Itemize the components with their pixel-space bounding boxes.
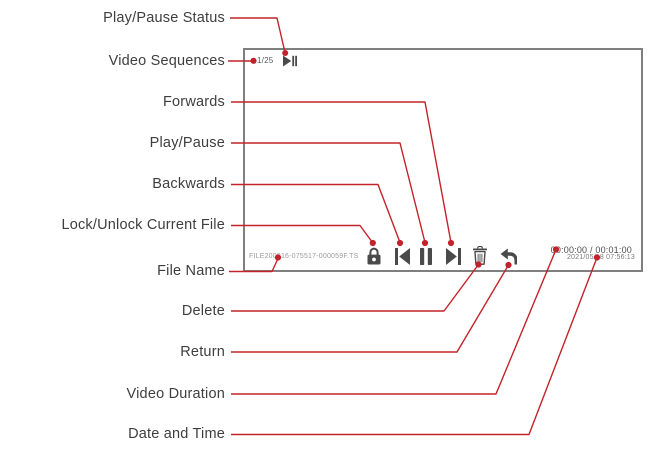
label-play-pause: Play/Pause bbox=[149, 135, 225, 151]
label-backwards: Backwards bbox=[152, 176, 225, 192]
backwards-icon[interactable] bbox=[395, 248, 410, 265]
label-return: Return bbox=[180, 344, 225, 360]
label-lock-unlock-current-file: Lock/Unlock Current File bbox=[61, 217, 225, 233]
forwards-icon[interactable] bbox=[446, 248, 461, 265]
callout-line-date-and-time bbox=[231, 257, 598, 436]
video-duration-text: 00:00:00 / 00:01:00 bbox=[550, 245, 632, 255]
label-file-name: File Name bbox=[157, 263, 225, 279]
label-play-pause-status: Play/Pause Status bbox=[103, 10, 225, 26]
player-screen: 1/25 FILE200816-075517-000059F.TS bbox=[243, 48, 643, 272]
label-delete: Delete bbox=[181, 303, 225, 319]
file-name-text: FILE200816-075517-000059F.TS bbox=[249, 253, 359, 260]
label-forwards: Forwards bbox=[162, 94, 225, 110]
label-date-and-time: Date and Time bbox=[128, 426, 225, 442]
date-time-text: 2021/05/18 07:56:13 bbox=[566, 254, 635, 261]
play-pause-status-icon bbox=[283, 55, 297, 67]
lock-icon[interactable] bbox=[367, 247, 381, 265]
return-icon[interactable] bbox=[500, 248, 517, 265]
label-video-sequences: Video Sequences bbox=[108, 53, 225, 69]
delete-icon[interactable] bbox=[473, 246, 487, 265]
callout-line-return bbox=[231, 264, 510, 353]
video-sequence-indicator: 1/25 bbox=[257, 56, 274, 65]
label-video-duration: Video Duration bbox=[126, 386, 225, 402]
play-pause-icon[interactable] bbox=[420, 248, 432, 265]
